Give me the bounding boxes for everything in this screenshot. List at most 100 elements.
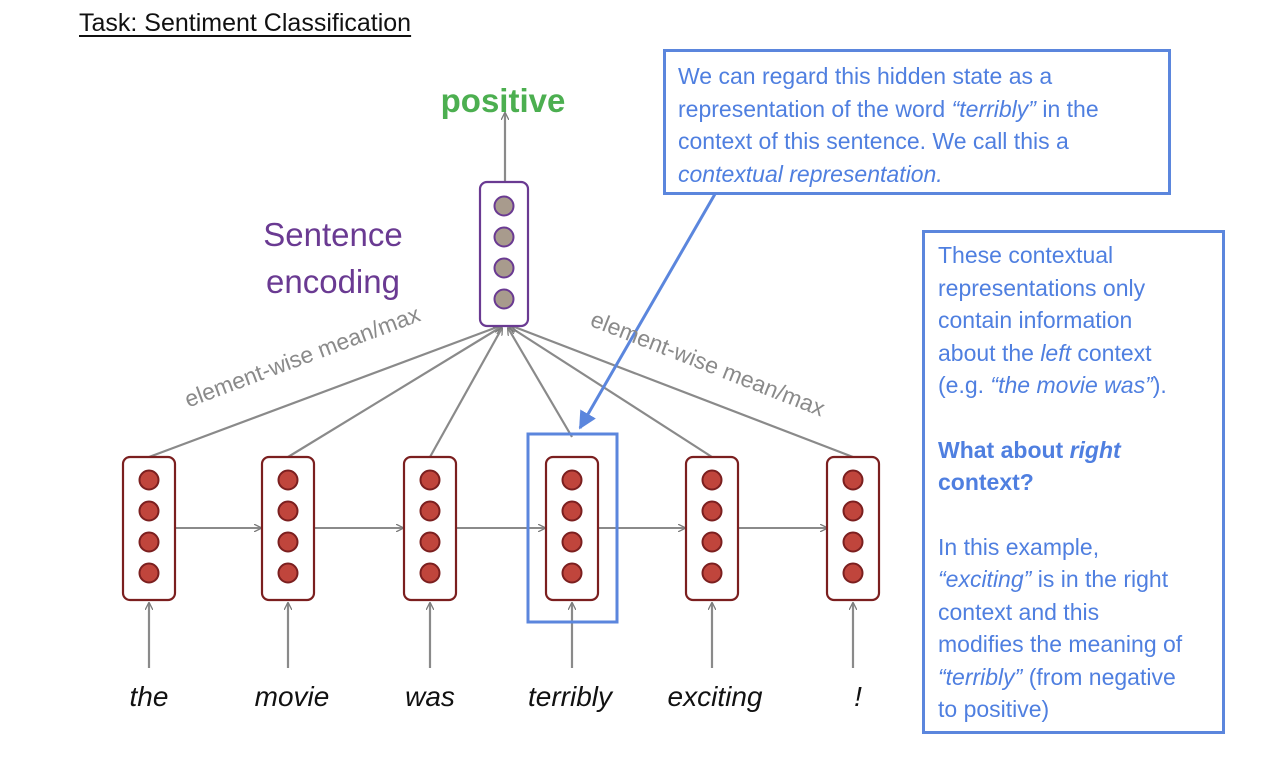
hidden-state-box <box>260 455 316 602</box>
callout-right-line: “exciting” is in the right <box>938 563 1209 596</box>
pool-arrow-the <box>148 326 500 459</box>
hidden-unit <box>701 531 723 553</box>
hidden-unit <box>701 500 723 522</box>
encoding-unit <box>493 257 515 279</box>
callout-right-line: “terribly” (from negative <box>938 661 1209 694</box>
callout-text-quote: “the movie was” <box>990 372 1153 398</box>
callout-right-line: These contextual <box>938 242 1114 268</box>
pool-arrow-terribly <box>508 328 573 438</box>
callout-right-line: context and this <box>938 598 1100 625</box>
callout-text-quote: “terribly” <box>938 663 1023 690</box>
callout-text: (e.g. <box>938 372 991 398</box>
hidden-unit <box>419 500 441 522</box>
pool-arrow-exclaim <box>512 326 854 459</box>
hidden-unit <box>842 469 864 491</box>
encoding-label-line1: Sentence <box>263 216 402 253</box>
word-exclaim: ! <box>854 681 862 712</box>
callout-right-line: to positive) <box>938 696 1050 722</box>
hidden-unit <box>842 562 864 584</box>
callout-right-line: representations only <box>938 274 1146 301</box>
encoding-vector-box <box>478 180 530 328</box>
sentence-encoding-vector <box>478 180 530 328</box>
callout-right-paragraph-3: In this example, “exciting” is in the ri… <box>938 531 1209 726</box>
encoding-label-line2: encoding <box>266 263 400 300</box>
callout-top-line-2: representation of the word “terribly” in… <box>678 93 1156 126</box>
encoding-unit <box>493 195 515 217</box>
input-arrows <box>149 603 853 668</box>
pool-arrow-movie <box>287 327 501 458</box>
hidden-unit <box>842 531 864 553</box>
hidden-state-box <box>402 455 458 602</box>
hidden-unit <box>277 562 299 584</box>
hidden-unit <box>138 562 160 584</box>
hidden-state-movie <box>260 455 316 602</box>
hidden-state-exclaim <box>825 455 881 602</box>
callout-right-paragraph-1: These contextual representations only co… <box>938 239 1209 402</box>
pool-arrow-was <box>429 328 502 458</box>
callout-text: (from negative <box>1022 663 1176 690</box>
pooling-arrows <box>148 326 854 459</box>
hidden-unit <box>277 531 299 553</box>
word-terribly: terribly <box>528 681 614 712</box>
hidden-state-box <box>121 455 177 602</box>
hidden-unit <box>419 562 441 584</box>
callout-top-quote-terribly: “terribly” <box>951 95 1036 122</box>
hidden-unit <box>701 562 723 584</box>
output-label: positive <box>441 82 566 119</box>
callout-text-left: left <box>1040 339 1071 366</box>
hidden-state-terribly <box>544 455 600 602</box>
hidden-unit <box>419 531 441 553</box>
callout-top-line-1: We can regard this hidden state as a <box>678 63 1053 89</box>
pool-arrow-exciting <box>510 327 713 458</box>
hidden-unit <box>277 469 299 491</box>
word-movie: movie <box>255 681 330 712</box>
hidden-unit <box>561 562 583 584</box>
word-was: was <box>405 681 455 712</box>
callout-right-line: modifies the meaning of <box>938 631 1183 657</box>
callout-top-text: in the <box>1035 95 1099 122</box>
hidden-unit <box>419 469 441 491</box>
word-exciting: exciting <box>668 681 763 712</box>
callout-top-text: representation of the word <box>678 95 952 122</box>
encoding-unit <box>493 226 515 248</box>
hidden-state-the <box>121 455 177 602</box>
callout-right-line: What about right <box>938 434 1209 467</box>
callout-text-quote: “exciting” <box>938 566 1032 592</box>
callout-text: is in the right <box>1031 566 1169 592</box>
hidden-unit <box>277 500 299 522</box>
callout-text: ). <box>1152 372 1167 398</box>
right-edge-label: element-wise mean/max <box>587 306 829 422</box>
encoding-unit <box>493 288 515 310</box>
contextual-representation-callout: We can regard this hidden state as a rep… <box>663 49 1171 195</box>
hidden-unit <box>138 531 160 553</box>
hidden-state-box <box>544 455 600 602</box>
callout-pointer-arrow <box>578 193 717 430</box>
callout-top-line-4: contextual representation. <box>678 160 943 187</box>
callout-right-line: contain information <box>938 307 1133 333</box>
hidden-unit <box>701 469 723 491</box>
input-words: the movie was terribly exciting ! <box>130 681 863 712</box>
highlight-box-terribly <box>526 432 619 624</box>
hidden-state-box <box>684 455 740 602</box>
callout-right-line: context? <box>938 469 1034 495</box>
hidden-unit <box>138 500 160 522</box>
callout-right-paragraph-2: What about right context? <box>938 434 1209 499</box>
hidden-state-box <box>825 455 881 602</box>
callout-text-right: right <box>1069 436 1121 463</box>
hidden-unit <box>561 500 583 522</box>
callout-text: context <box>1071 339 1152 366</box>
callout-text: What about <box>938 436 1070 463</box>
callout-right-line: In this example, <box>938 533 1100 560</box>
word-the: the <box>130 681 169 712</box>
left-context-callout: These contextual representations only co… <box>922 230 1225 734</box>
callout-right-line: about the left context <box>938 337 1209 370</box>
hidden-state-was <box>402 455 458 602</box>
callout-right-line: (e.g. “the movie was”). <box>938 369 1209 402</box>
hidden-unit <box>561 469 583 491</box>
hidden-unit <box>842 500 864 522</box>
task-title: Task: Sentiment Classification <box>79 9 412 37</box>
hidden-state-exciting <box>684 455 740 602</box>
callout-top-line-3: context of this sentence. We call this a <box>678 128 1069 154</box>
